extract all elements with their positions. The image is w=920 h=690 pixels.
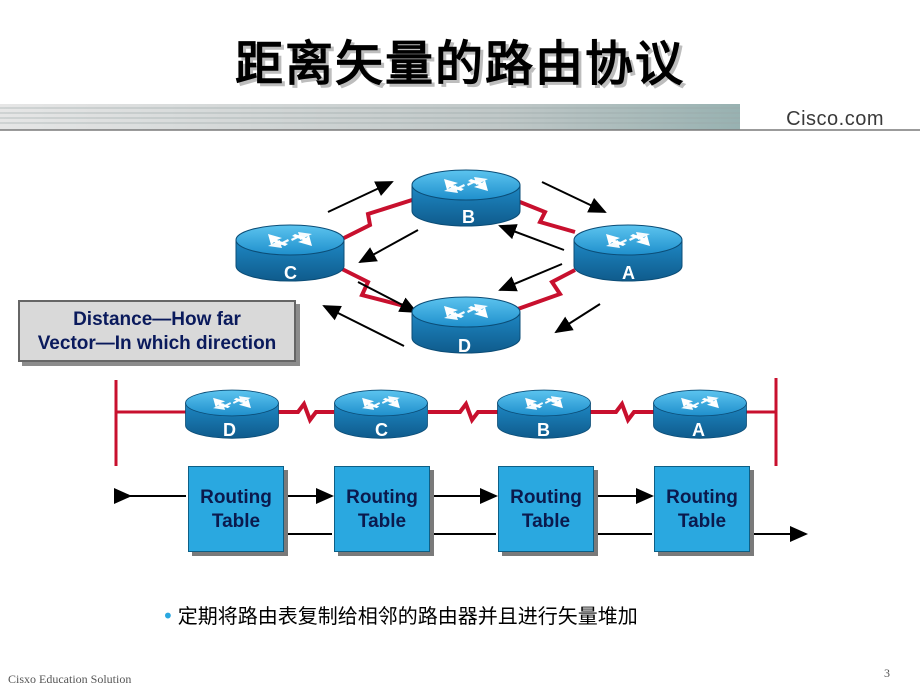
bottom-router-label-d: D [223, 420, 236, 440]
routing-table-c: Routing Table [334, 466, 430, 552]
routing-table-label: Table [677, 511, 727, 532]
routing-table-label: Routing [510, 487, 582, 508]
routing-table-label: Routing [666, 487, 738, 508]
serial-links-bottom [276, 399, 654, 425]
cisco-brand: Cisco.com [786, 108, 884, 130]
routing-table-b: Routing Table [498, 466, 594, 552]
routing-table-a: Routing Table [654, 466, 750, 552]
bottom-router-label-a: A [692, 420, 705, 440]
router-label-d: D [458, 336, 471, 356]
bottom-router-label-b: B [537, 420, 550, 440]
bullet-content: 定期将路由表复制给相邻的路由器并且进行矢量堆加 [177, 604, 638, 628]
label-line-distance: Distance—How far [73, 309, 241, 330]
update-arrows-top [322, 181, 607, 347]
router-label-c: C [284, 263, 297, 283]
bottom-router-label-c: C [375, 420, 388, 440]
lan-bus [114, 378, 778, 466]
routing-table-label: Table [357, 511, 407, 532]
distance-vector-label: Distance—How far Vector—In which directi… [18, 300, 296, 362]
bullet-dot-icon: • [162, 604, 174, 628]
page-number: 3 [884, 666, 890, 680]
routing-table-d: Routing Table [188, 466, 284, 552]
router-label-b: B [462, 207, 475, 227]
routing-table-label: Table [521, 511, 571, 532]
routing-table-label: Routing [346, 487, 418, 508]
serial-links-top [339, 198, 576, 312]
routing-table-label: Routing [200, 487, 272, 508]
router-label-a: A [622, 263, 635, 283]
footer-left: Cisxo Education Solution [8, 672, 132, 686]
routing-table-label: Table [211, 511, 261, 532]
page-title: 距离矢量的路由协议 [234, 36, 685, 92]
update-arrows-bottom [114, 488, 808, 542]
label-line-vector: Vector—In which direction [37, 333, 277, 354]
bullet-text: •定期将路由表复制给相邻的路由器并且进行矢量堆加 [162, 600, 638, 629]
